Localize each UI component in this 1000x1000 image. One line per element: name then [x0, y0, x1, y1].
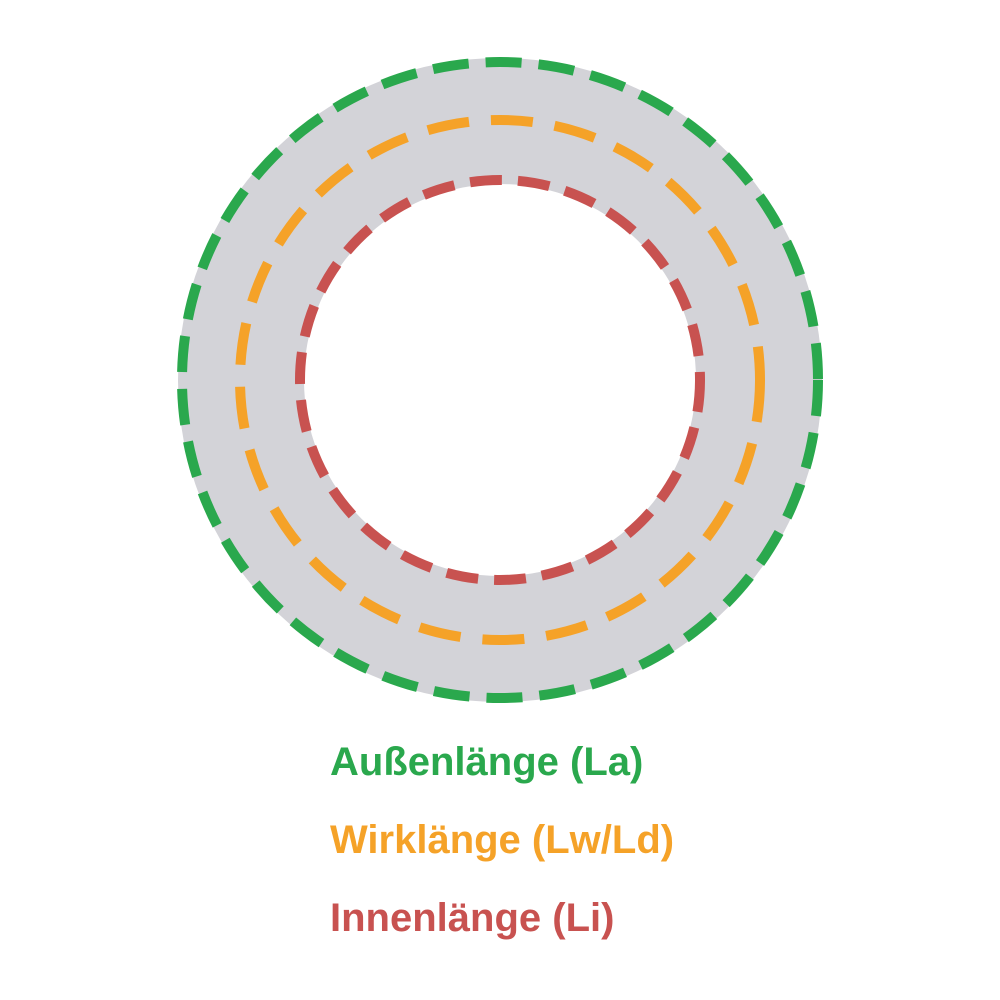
legend-item-effective-length: Wirklänge (Lw/Ld)	[330, 818, 675, 862]
legend-item-inner-length: Innenlänge (Li)	[330, 896, 615, 940]
legend-item-outer-length: Außenlänge (La)	[330, 740, 644, 784]
outer-length-circle	[177, 57, 823, 703]
legend: Außenlänge (La) Wirklänge (Lw/Ld) Innenl…	[330, 738, 674, 942]
inner-length-circle	[295, 175, 705, 585]
effective-length-circle	[235, 115, 765, 645]
